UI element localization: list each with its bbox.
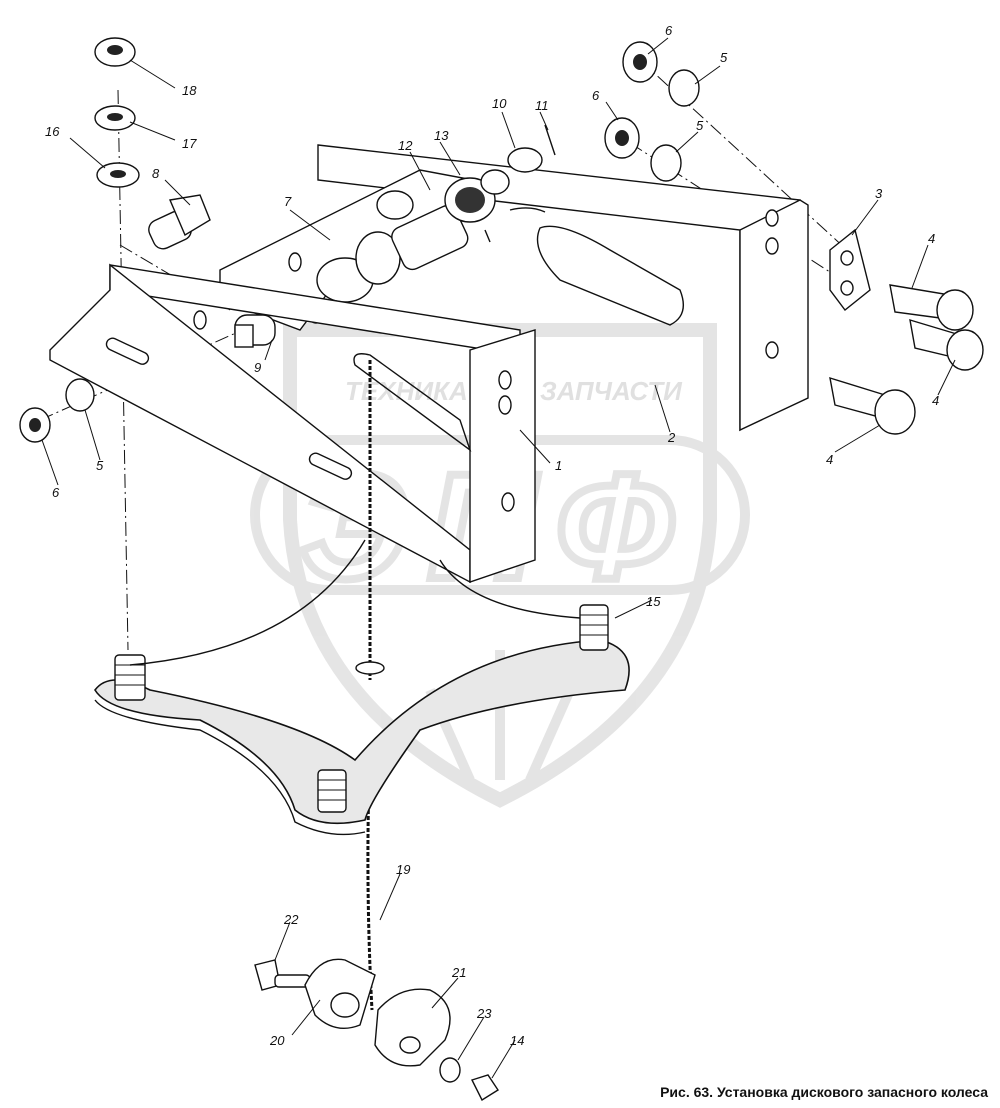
callout-7: 7 — [284, 194, 292, 209]
callout-5c: 5 — [96, 458, 104, 473]
callout-4b: 4 — [932, 393, 939, 408]
callout-23: 23 — [476, 1006, 492, 1021]
front-bracket-1 — [49, 263, 536, 584]
callout-17: 17 — [182, 136, 197, 151]
winch-mechanism — [316, 169, 546, 303]
callout-14: 14 — [510, 1033, 524, 1048]
callout-22: 22 — [283, 912, 299, 927]
callout-6c: 6 — [52, 485, 60, 500]
callout-1: 1 — [555, 458, 562, 473]
rear-bracket-2 — [317, 144, 809, 432]
callout-6b: 6 — [592, 88, 600, 103]
callout-5a: 5 — [720, 50, 728, 65]
callout-labels: 1 2 3 4 4 4 5 5 5 6 6 6 7 8 9 10 11 12 1… — [45, 23, 939, 1048]
callout-12: 12 — [398, 138, 413, 153]
callout-16: 16 — [45, 124, 60, 139]
callout-9: 9 — [254, 360, 261, 375]
leader-lines — [41, 37, 956, 1079]
callout-11: 11 — [535, 98, 549, 113]
callout-8: 8 — [152, 166, 160, 181]
callout-4c: 4 — [826, 452, 833, 467]
figure-caption: Рис. 63. Установка дискового запасного к… — [660, 1084, 988, 1100]
wheel-carrier-15 — [94, 539, 630, 836]
callout-5b: 5 — [696, 118, 704, 133]
callout-15: 15 — [646, 594, 661, 609]
callout-2: 2 — [667, 430, 676, 445]
callout-6a: 6 — [665, 23, 673, 38]
callout-20: 20 — [269, 1033, 285, 1048]
callout-19: 19 — [396, 862, 410, 877]
callout-10: 10 — [492, 96, 507, 111]
right-hardware — [507, 41, 984, 435]
callout-18: 18 — [182, 83, 197, 98]
bottom-clamp-assembly — [254, 958, 499, 1102]
callout-13: 13 — [434, 128, 449, 143]
left-hardware — [19, 37, 276, 443]
callout-3: 3 — [875, 186, 883, 201]
callout-4a: 4 — [928, 231, 935, 246]
callout-21: 21 — [451, 965, 466, 980]
watermark-text-right: ЗАПЧАСТИ — [540, 376, 683, 406]
